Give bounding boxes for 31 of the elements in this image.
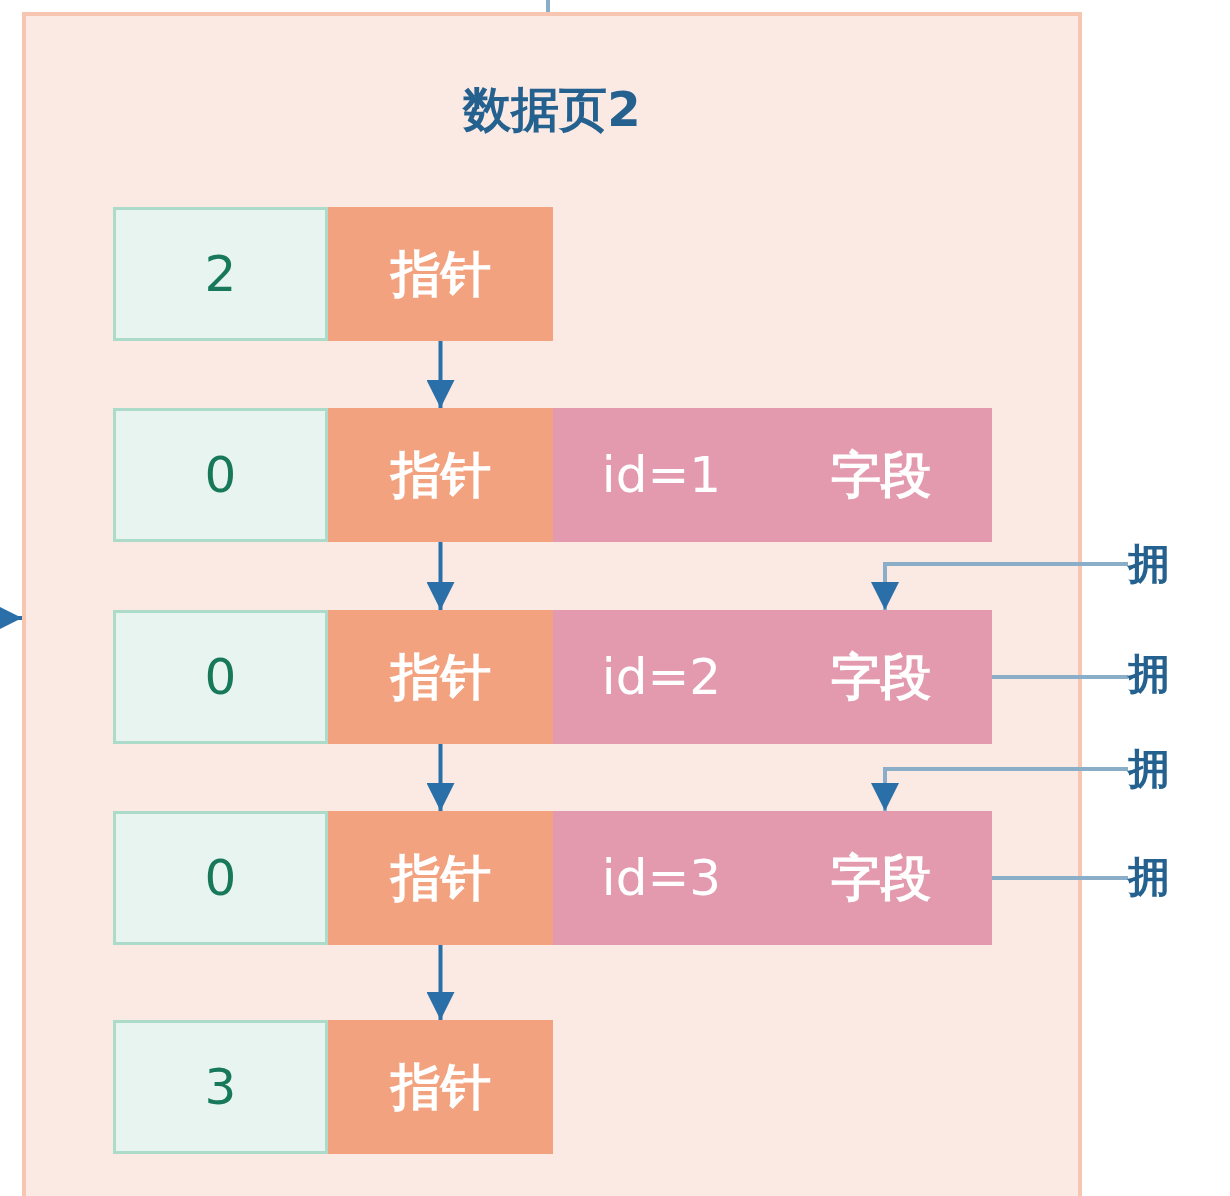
connector-line (546, 0, 550, 12)
number-cell: 0 (113, 408, 328, 542)
arrow (426, 744, 455, 811)
number-cell: 2 (113, 207, 328, 341)
pointer-cell: 指针 (328, 610, 553, 744)
field-cell: 字段 (770, 610, 992, 744)
side-label: 拥 (1128, 858, 1188, 896)
pointer-cell: 指针 (328, 408, 553, 542)
connector-line (992, 876, 1128, 880)
number-cell: 3 (113, 1020, 328, 1154)
field-cell: 字段 (770, 811, 992, 945)
arrow (426, 945, 455, 1020)
pointer-cell: 指针 (328, 207, 553, 341)
connector-line (992, 675, 1128, 679)
page-title: 数据页2 (461, 80, 642, 139)
arrow (871, 562, 1128, 610)
arrow (871, 767, 1128, 811)
pointer-cell: 指针 (328, 811, 553, 945)
arrow (426, 341, 455, 408)
id-cell: id=2 (553, 610, 770, 744)
arrow (0, 604, 22, 632)
id-cell: id=1 (553, 408, 770, 542)
side-label: 拥 (1128, 655, 1188, 693)
side-label: 拥 (1128, 545, 1188, 583)
id-cell: id=3 (553, 811, 770, 945)
number-cell: 0 (113, 610, 328, 744)
pointer-cell: 指针 (328, 1020, 553, 1154)
number-cell: 0 (113, 811, 328, 945)
field-cell: 字段 (770, 408, 992, 542)
side-label: 拥 (1128, 750, 1188, 788)
arrow (426, 542, 455, 610)
